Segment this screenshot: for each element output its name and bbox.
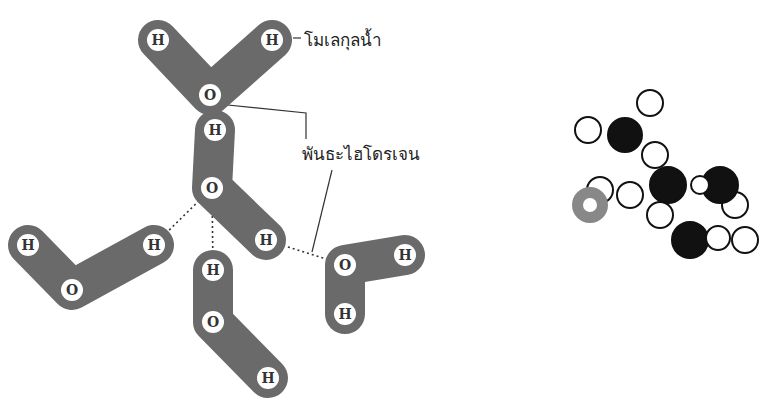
hydrogen-bond — [278, 244, 332, 261]
atom-symbol: H — [334, 303, 356, 325]
leader-line — [293, 37, 301, 38]
hydrogen-bond — [163, 197, 202, 236]
atom-symbol: O — [202, 311, 224, 333]
atom-symbol: O — [61, 279, 83, 301]
callout-label: พันธะไฮโดรเจน — [300, 140, 422, 167]
ball-model — [573, 90, 758, 258]
atom-symbol: O — [199, 84, 221, 106]
atom-symbol: H — [255, 229, 277, 251]
water-molecule: H H O — [134, 16, 296, 119]
atom-symbol: H — [257, 367, 279, 389]
callout-label: โมเลกุลน้ำ — [302, 26, 384, 53]
water-molecule: H O H — [189, 246, 292, 402]
atom-symbol: H — [143, 234, 165, 256]
leader-line — [312, 170, 332, 252]
atom-symbol: H — [261, 29, 283, 51]
atom-symbol: O — [334, 254, 356, 276]
atom-symbol: H — [147, 29, 169, 51]
atom-symbol: H — [17, 234, 39, 256]
atom-symbol: H — [202, 259, 224, 281]
atom-symbol: O — [201, 177, 223, 199]
water-molecule: O H H — [321, 231, 429, 338]
atom-symbol: H — [204, 119, 226, 141]
water-molecule: H O H — [4, 221, 178, 314]
water-molecule: H O H — [188, 106, 290, 264]
atom-symbol: H — [394, 244, 416, 266]
